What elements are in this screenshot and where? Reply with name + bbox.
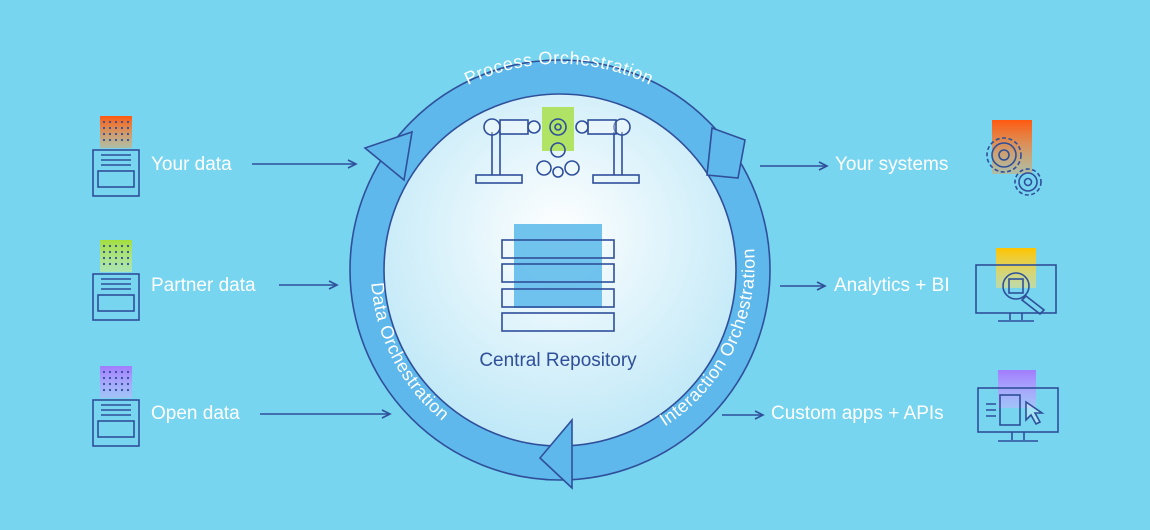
input-label: Your data <box>151 154 232 175</box>
ring-outer-edge <box>349 59 771 481</box>
ring-arrowhead-bottom <box>538 417 573 490</box>
flow-arrowhead <box>816 281 827 291</box>
ring-arrowhead-left <box>363 130 414 182</box>
output-label: Custom apps + APIs <box>771 403 944 424</box>
server-icon <box>92 116 140 197</box>
center-label: Central Repository <box>479 350 637 371</box>
gears-icon <box>986 120 1042 196</box>
output-label: Analytics + BI <box>834 275 950 296</box>
flow-arrowhead <box>754 410 765 420</box>
server-icon <box>92 366 140 447</box>
flow-arrowhead <box>818 161 829 171</box>
ring-arrowhead-right <box>706 126 746 179</box>
server-icon <box>92 240 140 321</box>
monitor-magnifier-icon <box>975 248 1057 322</box>
flow-arrowhead <box>381 409 392 419</box>
flow-arrowhead <box>347 159 358 169</box>
input-open-data: Open data <box>92 366 392 447</box>
robot-arms-gears-icon <box>475 107 640 184</box>
output-analytics: Analytics + BI <box>780 248 1057 322</box>
output-label: Your systems <box>835 154 948 175</box>
monitor-cursor-icon <box>977 370 1059 442</box>
input-your-data: Your data <box>92 116 358 197</box>
input-partner-data: Partner data <box>92 240 339 321</box>
output-custom-apps: Custom apps + APIs <box>722 370 1059 442</box>
flow-arrowhead <box>328 280 339 290</box>
input-label: Open data <box>151 403 240 424</box>
output-your-systems: Your systems <box>760 120 1042 196</box>
database-stack-icon <box>501 224 615 332</box>
input-label: Partner data <box>151 275 256 296</box>
orchestration-ring <box>349 59 771 490</box>
